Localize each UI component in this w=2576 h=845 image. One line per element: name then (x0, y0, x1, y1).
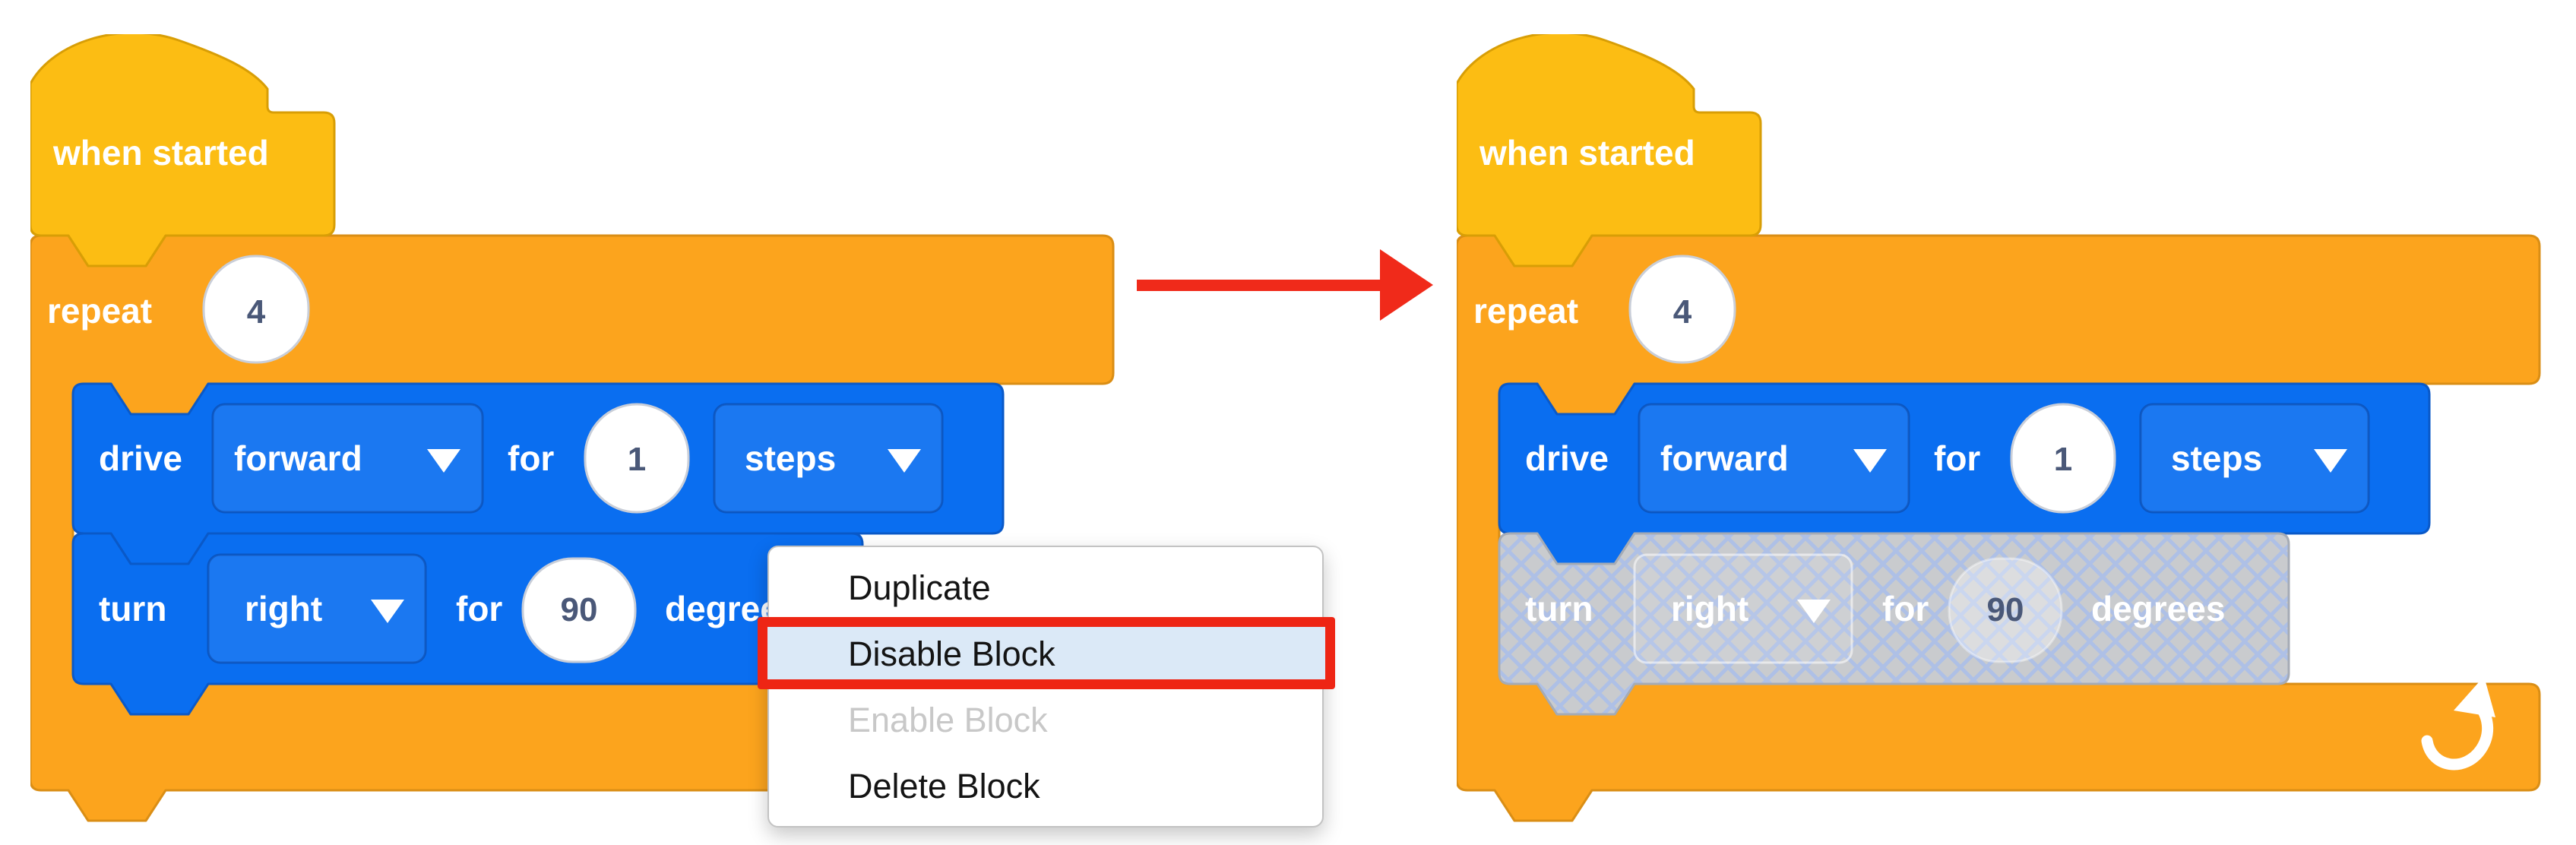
turn-label: turn (1525, 589, 1593, 628)
drive-label: drive (99, 438, 182, 478)
menu-item-duplicate[interactable]: Duplicate (848, 568, 991, 607)
chevron-down-icon[interactable] (888, 449, 921, 473)
right-script: repeat 4 drive forward for 1 steps (1457, 34, 2541, 822)
drive-for-label: for (1934, 438, 1980, 478)
arrow-shaft (1137, 280, 1381, 291)
drive-label: drive (1525, 438, 1609, 478)
turn-angle-input[interactable] (1948, 557, 2063, 663)
drive-for-label: for (508, 438, 554, 478)
drive-unit-dropdown[interactable] (713, 403, 944, 514)
turn-angle-value[interactable]: 90 (1987, 591, 2024, 628)
turn-for-label: for (1882, 589, 1929, 628)
turn-unit-label: degrees (2091, 589, 2225, 628)
when-started-label: when started (1479, 133, 1695, 172)
chevron-down-icon[interactable] (1853, 449, 1887, 473)
turn-angle-value[interactable]: 90 (561, 591, 598, 628)
drive-direction-value[interactable]: forward (234, 438, 362, 478)
chevron-down-icon[interactable] (371, 600, 404, 623)
drive-block[interactable]: drive forward for 1 steps (71, 382, 1005, 565)
drive-direction-dropdown[interactable] (211, 403, 484, 514)
loop-arrow-icon (2421, 676, 2495, 771)
drive-direction-value[interactable]: forward (1660, 438, 1789, 478)
drive-unit-value[interactable]: steps (2171, 438, 2262, 478)
highlight-annotation-box (758, 617, 1335, 689)
turn-block-disabled[interactable]: turn right for 90 degrees (1498, 532, 2290, 716)
turn-direction-dropdown[interactable] (207, 553, 427, 664)
repeat-count-input[interactable] (1628, 255, 1736, 364)
context-menu: Duplicate Disable Block Enable Block Del… (758, 546, 1335, 828)
drive-unit-value[interactable]: steps (745, 438, 836, 478)
drive-distance-value[interactable]: 1 (2054, 441, 2072, 478)
drive-distance-input[interactable] (2010, 403, 2116, 514)
turn-direction-value[interactable]: right (245, 589, 322, 628)
turn-for-label: for (456, 589, 502, 628)
transition-arrow (1137, 249, 1433, 321)
repeat-label: repeat (1473, 291, 1578, 331)
menu-item-disable-block[interactable]: Disable Block (848, 634, 1055, 673)
when-started-shape[interactable] (1457, 34, 1762, 267)
drive-direction-dropdown[interactable] (1638, 403, 1910, 514)
turn-label: turn (99, 589, 166, 628)
turn-block-shape[interactable] (1498, 532, 2290, 716)
chevron-down-icon[interactable] (1797, 600, 1831, 623)
repeat-count-input[interactable] (202, 255, 310, 364)
when-started-block[interactable]: when started (1457, 34, 1762, 267)
repeat-count-value[interactable]: 4 (1673, 293, 1692, 331)
left-script: repeat 4 drive forward for 1 steps turn … (30, 34, 1115, 822)
chevron-down-icon[interactable] (427, 449, 460, 473)
menu-item-delete-block[interactable]: Delete Block (848, 766, 1040, 805)
turn-direction-value[interactable]: right (1671, 589, 1748, 628)
repeat-label: repeat (47, 291, 152, 331)
menu-item-enable-block: Enable Block (848, 700, 1048, 739)
drive-unit-dropdown[interactable] (2139, 403, 2370, 514)
when-started-block[interactable]: when started (30, 34, 336, 267)
arrow-head-icon (1380, 249, 1433, 321)
when-started-label: when started (52, 133, 269, 172)
drive-distance-value[interactable]: 1 (628, 441, 646, 478)
repeat-count-value[interactable]: 4 (247, 293, 266, 331)
turn-direction-dropdown[interactable] (1633, 553, 1853, 664)
drive-block[interactable]: drive forward for 1 steps (1498, 382, 2431, 565)
chevron-down-icon[interactable] (2314, 449, 2347, 473)
repeat-block[interactable]: repeat 4 (1457, 234, 2541, 822)
drive-distance-input[interactable] (584, 403, 690, 514)
turn-angle-input[interactable] (521, 557, 637, 663)
turn-block[interactable]: turn right for 90 degrees (71, 532, 864, 716)
when-started-shape[interactable] (30, 34, 336, 267)
